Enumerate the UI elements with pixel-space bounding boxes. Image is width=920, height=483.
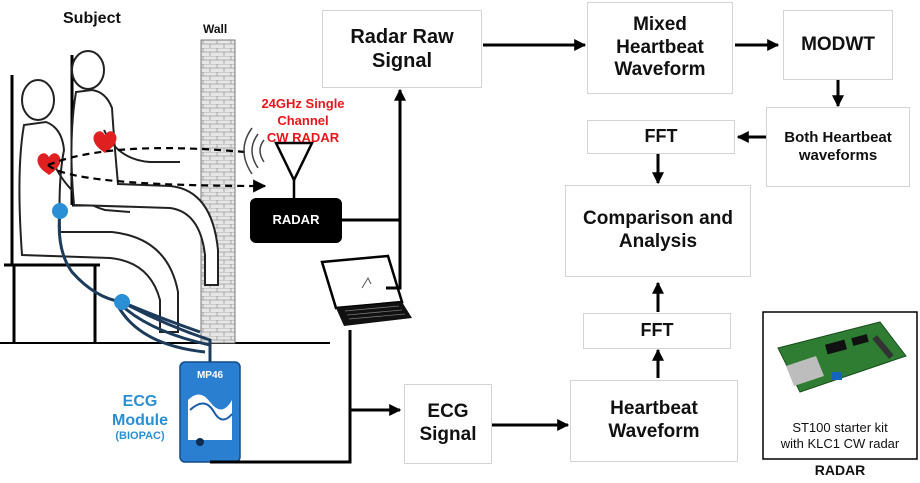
ecg-module-line2: Module [112,412,168,430]
block-heartbeat-waveform: Heartbeat Waveform [570,380,738,462]
block-both-heartbeat-waveforms: Both Heartbeat waveforms [766,107,910,187]
ecg-device [179,361,241,463]
heart-front-icon [93,131,117,153]
link-device-to-laptop [210,330,352,464]
radar-title-line1: 24GHz Single Channel [261,96,345,128]
block-radar-raw-signal: Radar Raw Signal [322,10,482,88]
ecg-sensor-chest [52,203,68,219]
antenna-icon [274,141,314,198]
radar-kit-board [777,321,907,393]
block-fft-top: FFT [587,120,735,154]
block-comparison-analysis: Comparison and Analysis [565,185,751,277]
block-fft-bottom: FFT [583,313,731,349]
ecg-sensor-leg [114,294,130,310]
ecg-module-line1: ECG [122,393,158,410]
radar-title-line2: CW RADAR [266,129,340,145]
device-model-label: MP46 [196,370,224,381]
chair-back [4,75,100,343]
subject-back-silhouette [18,79,179,333]
radar-title: 24GHz Single Channel CW RADAR [238,96,368,147]
signal-path-back [47,164,267,193]
radar-unit [250,198,342,243]
wall-label: Wall [203,22,228,36]
subject-label: Subject [63,10,121,27]
kit-caption: ST100 starter kit with KLC1 CW radar [763,420,917,453]
kit-caption-line1: ST100 starter kit [792,420,888,435]
block-ecg-signal: ECG Signal [404,384,492,464]
ecg-module-label: ECG Module (BIOPAC) [100,392,180,444]
link-laptop-to-radar [386,220,402,290]
kit-caption-line2: with KLC1 CW radar [780,436,900,452]
radar-unit-label: RADAR [272,212,320,227]
emission-wave-icon [243,127,265,175]
signal-path-front [47,147,246,167]
laptop-icon [320,254,412,326]
block-modwt: MODWT [783,10,893,80]
block-mixed-heartbeat-waveform: Mixed Heartbeat Waveform [587,2,733,94]
brick-wall [200,39,236,344]
ecg-module-brand: (BIOPAC) [115,430,165,443]
ecg-cables [57,210,212,362]
kit-title: RADAR [814,462,866,478]
